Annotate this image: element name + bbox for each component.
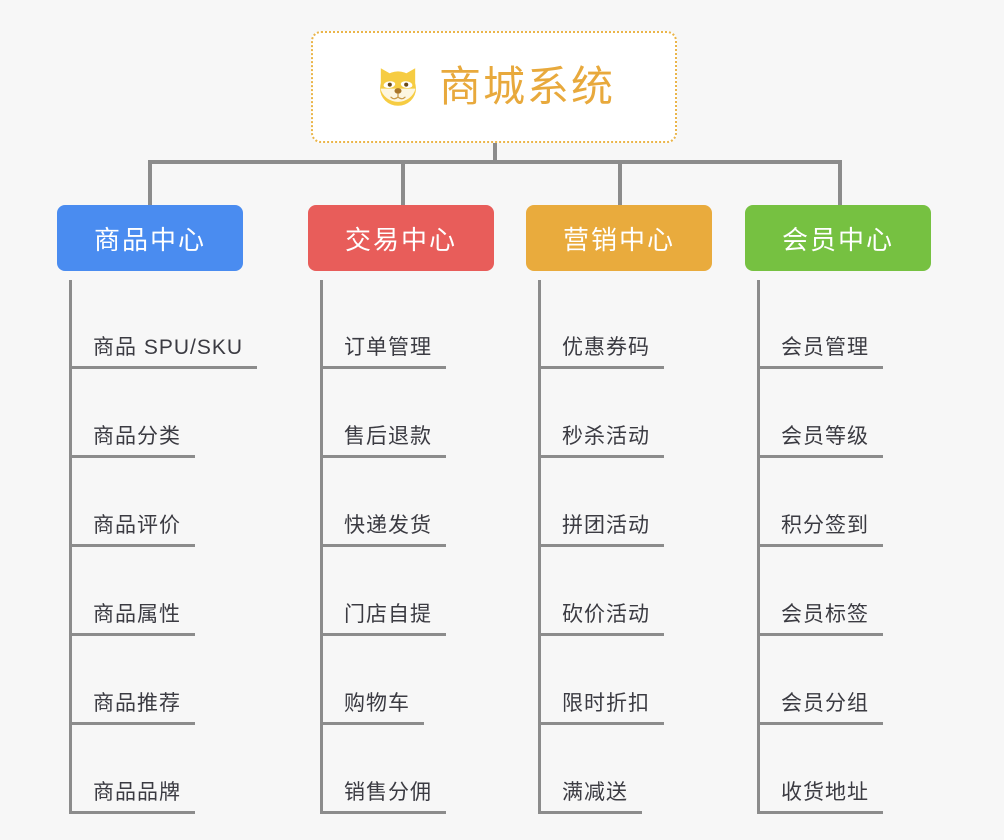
list-item[interactable]: 优惠券码 bbox=[540, 280, 712, 369]
leaf-label: 商品属性 bbox=[71, 602, 195, 636]
list-item[interactable]: 商品评价 bbox=[71, 458, 243, 547]
category-label: 营销中心 bbox=[562, 224, 675, 255]
leaf-label: 会员标签 bbox=[759, 602, 883, 636]
branch-spine bbox=[320, 280, 323, 814]
category-header-member-center[interactable]: 会员中心 bbox=[745, 205, 931, 271]
list-item[interactable]: 购物车 bbox=[322, 636, 494, 725]
list-item[interactable]: 商品分类 bbox=[71, 369, 243, 458]
leaf-label: 售后退款 bbox=[322, 424, 446, 458]
connector-root-stem bbox=[493, 143, 497, 164]
list-item[interactable]: 砍价活动 bbox=[540, 547, 712, 636]
category-header-trade-center[interactable]: 交易中心 bbox=[308, 205, 494, 271]
list-item[interactable]: 限时折扣 bbox=[540, 636, 712, 725]
connector-drop-trade-center bbox=[401, 164, 405, 208]
leaf-label: 购物车 bbox=[322, 691, 424, 725]
leaf-label: 商品品牌 bbox=[71, 780, 195, 814]
list-item[interactable]: 会员标签 bbox=[759, 547, 931, 636]
leaf-label: 销售分佣 bbox=[322, 780, 446, 814]
leaf-label: 商品评价 bbox=[71, 513, 195, 547]
leaf-label: 快递发货 bbox=[322, 513, 446, 547]
list-item[interactable]: 订单管理 bbox=[322, 280, 494, 369]
leaf-label: 会员等级 bbox=[759, 424, 883, 458]
root-title: 商城系统 bbox=[438, 63, 615, 110]
leaf-label: 满减送 bbox=[540, 780, 642, 814]
branch-spine bbox=[538, 280, 541, 814]
category-label: 交易中心 bbox=[344, 224, 457, 255]
connector-drop-member-center bbox=[838, 164, 842, 208]
category-label: 商品中心 bbox=[93, 224, 206, 255]
list-item[interactable]: 会员管理 bbox=[759, 280, 931, 369]
list-item[interactable]: 拼团活动 bbox=[540, 458, 712, 547]
connector-drop-marketing-center bbox=[618, 164, 622, 208]
leaf-label: 积分签到 bbox=[759, 513, 883, 547]
list-item[interactable]: 商品 SPU/SKU bbox=[71, 280, 258, 369]
list-item[interactable]: 快递发货 bbox=[322, 458, 494, 547]
leaf-label: 秒杀活动 bbox=[540, 424, 664, 458]
list-item[interactable]: 积分签到 bbox=[759, 458, 931, 547]
leaf-label: 订单管理 bbox=[322, 335, 446, 369]
category-header-marketing-center[interactable]: 营销中心 bbox=[526, 205, 712, 271]
leaf-label: 拼团活动 bbox=[540, 513, 664, 547]
list-item[interactable]: 门店自提 bbox=[322, 547, 494, 636]
branch-trade-center: 订单管理 售后退款 快递发货 门店自提 购物车 销售分佣 bbox=[308, 280, 494, 814]
list-item[interactable]: 商品品牌 bbox=[71, 725, 243, 814]
leaf-label: 砍价活动 bbox=[540, 602, 664, 636]
list-item[interactable]: 商品属性 bbox=[71, 547, 243, 636]
leaf-label: 商品分类 bbox=[71, 424, 195, 458]
list-item[interactable]: 会员分组 bbox=[759, 636, 931, 725]
category-label: 会员中心 bbox=[781, 224, 894, 255]
leaf-label: 会员管理 bbox=[759, 335, 883, 369]
list-item[interactable]: 秒杀活动 bbox=[540, 369, 712, 458]
list-item[interactable]: 满减送 bbox=[540, 725, 712, 814]
leaf-label: 会员分组 bbox=[759, 691, 883, 725]
connector-drop-product-center bbox=[148, 164, 152, 208]
leaf-label: 商品 SPU/SKU bbox=[71, 335, 258, 369]
branch-member-center: 会员管理 会员等级 积分签到 会员标签 会员分组 收货地址 bbox=[745, 280, 931, 814]
leaf-label: 门店自提 bbox=[322, 602, 446, 636]
branch-spine bbox=[757, 280, 760, 814]
column-trade-center: 交易中心 订单管理 售后退款 快递发货 门店自提 购物车 销售分佣 bbox=[308, 205, 494, 814]
leaf-label: 优惠券码 bbox=[540, 335, 664, 369]
root-node-mall-system[interactable]: 商城系统 bbox=[311, 31, 677, 143]
connector-horizontal-bus bbox=[148, 160, 842, 164]
list-item[interactable]: 收货地址 bbox=[759, 725, 931, 814]
column-product-center: 商品中心 商品 SPU/SKU 商品分类 商品评价 商品属性 商品推荐 商品品牌 bbox=[57, 205, 258, 814]
leaf-label: 限时折扣 bbox=[540, 691, 664, 725]
branch-marketing-center: 优惠券码 秒杀活动 拼团活动 砍价活动 限时折扣 满减送 bbox=[526, 280, 712, 814]
column-member-center: 会员中心 会员管理 会员等级 积分签到 会员标签 会员分组 收货地址 bbox=[745, 205, 931, 814]
list-item[interactable]: 售后退款 bbox=[322, 369, 494, 458]
category-header-product-center[interactable]: 商品中心 bbox=[57, 205, 243, 271]
shiba-dog-icon bbox=[380, 68, 416, 106]
column-marketing-center: 营销中心 优惠券码 秒杀活动 拼团活动 砍价活动 限时折扣 满减送 bbox=[526, 205, 712, 814]
branch-spine bbox=[69, 280, 72, 814]
leaf-label: 收货地址 bbox=[759, 780, 883, 814]
list-item[interactable]: 会员等级 bbox=[759, 369, 931, 458]
leaf-label: 商品推荐 bbox=[71, 691, 195, 725]
list-item[interactable]: 商品推荐 bbox=[71, 636, 243, 725]
list-item[interactable]: 销售分佣 bbox=[322, 725, 494, 814]
branch-product-center: 商品 SPU/SKU 商品分类 商品评价 商品属性 商品推荐 商品品牌 bbox=[57, 280, 258, 814]
